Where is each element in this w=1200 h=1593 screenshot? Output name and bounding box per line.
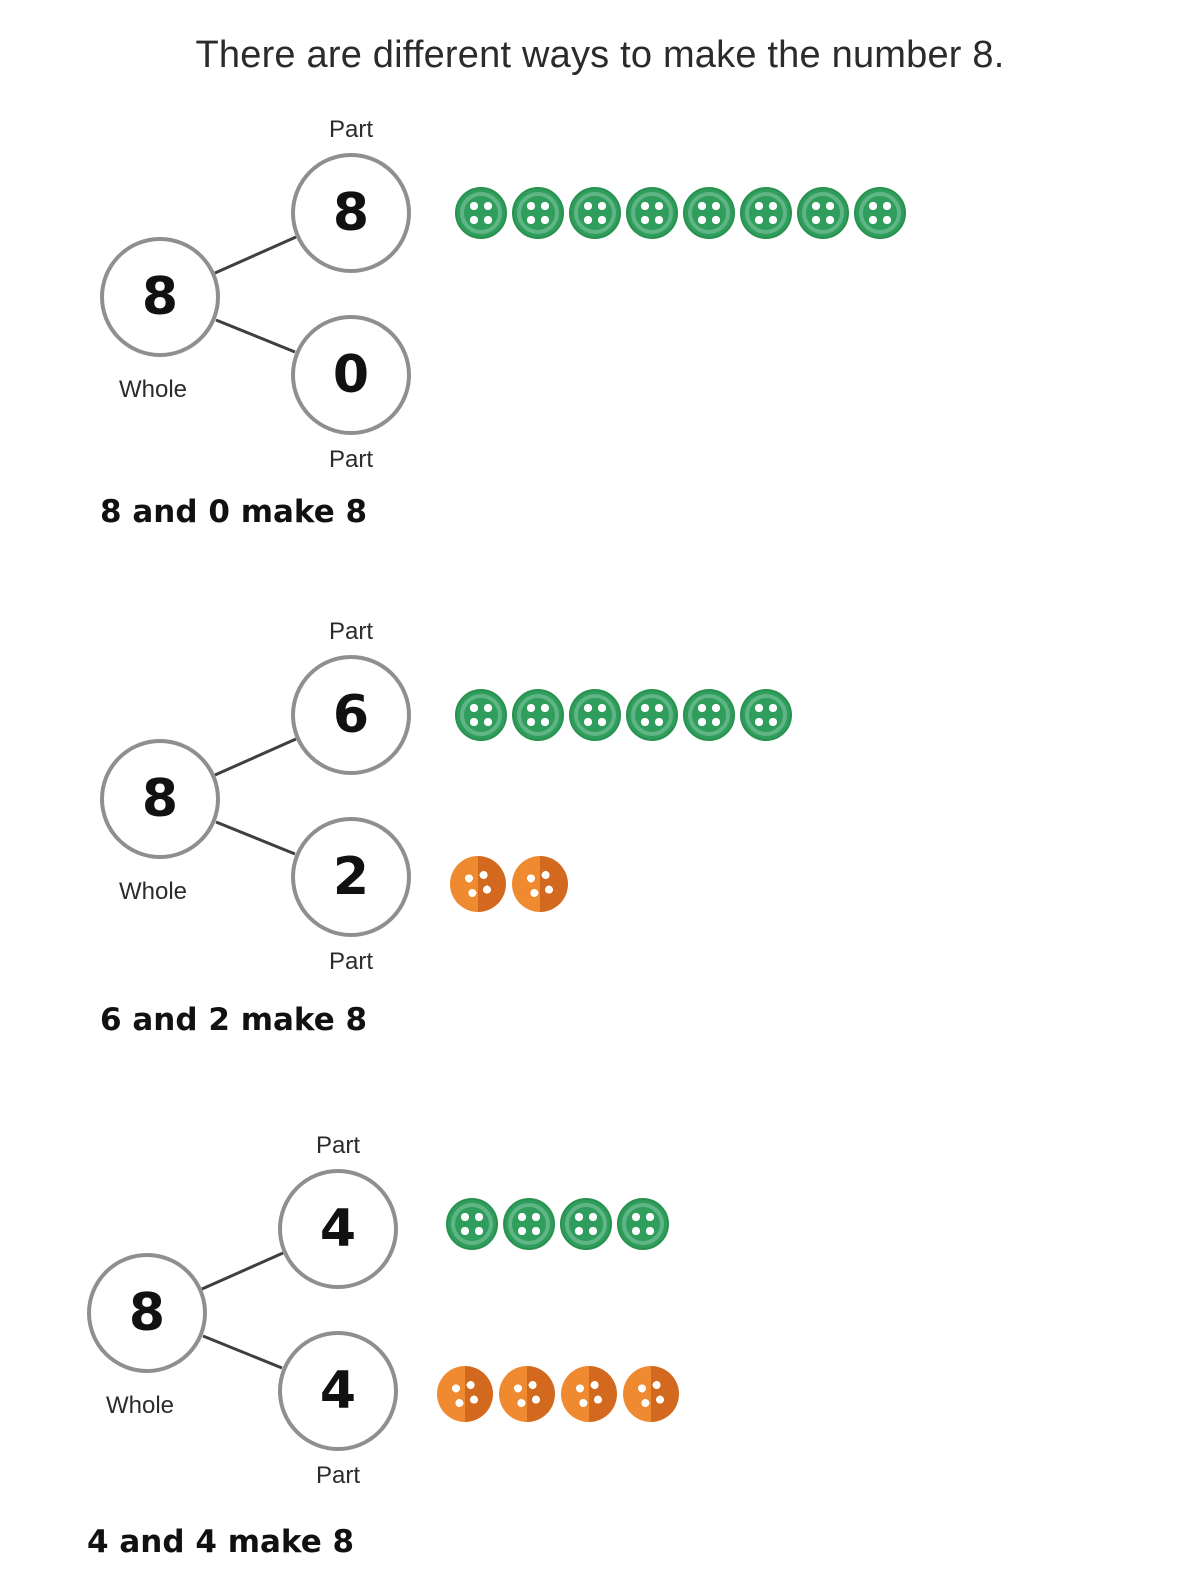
connector-lines [214, 737, 297, 856]
green-button-icon [503, 1198, 555, 1250]
part-label-bottom: Part [315, 1462, 361, 1489]
green-button-icon [512, 187, 564, 239]
whole-value: 8 [141, 769, 179, 829]
whole-circle: 8 [87, 1253, 207, 1373]
section-caption: 4 and 4 make 8 [87, 1524, 355, 1560]
green-button-icon [617, 1198, 669, 1250]
part-label-top: Part [328, 116, 374, 143]
orange-button-icon [512, 856, 568, 912]
connector-lines [214, 235, 297, 354]
part-label-bottom: Part [328, 948, 374, 975]
part-top-value: 8 [332, 183, 370, 243]
whole-value: 8 [128, 1283, 166, 1343]
part-circle-bottom: 4 [278, 1331, 398, 1451]
whole-circle: 8 [100, 237, 220, 357]
orange-buttons-row [437, 1366, 679, 1422]
part-circle-bottom: 0 [291, 315, 411, 435]
part-circle-top: 8 [291, 153, 411, 273]
green-button-icon [854, 187, 906, 239]
whole-label: Whole [118, 878, 188, 905]
part-label-bottom: Part [328, 446, 374, 473]
bond-section-8-and-0: Part 8 8 0 Whole Part 8 and 0 make 8 [0, 110, 1200, 570]
part-top-value: 4 [319, 1199, 357, 1259]
part-label-top: Part [315, 1132, 361, 1159]
part-circle-top: 6 [291, 655, 411, 775]
green-buttons-row [455, 689, 792, 741]
green-button-icon [683, 689, 735, 741]
green-button-icon [740, 187, 792, 239]
whole-value: 8 [141, 267, 179, 327]
green-button-icon [569, 689, 621, 741]
whole-label: Whole [118, 376, 188, 403]
orange-button-icon [437, 1366, 493, 1422]
orange-button-icon [561, 1366, 617, 1422]
part-label-top: Part [328, 618, 374, 645]
orange-buttons-row [450, 856, 568, 912]
green-button-icon [560, 1198, 612, 1250]
connector-lines [201, 1251, 284, 1370]
part-bottom-value: 4 [319, 1361, 357, 1421]
green-buttons-row [446, 1198, 669, 1250]
green-button-icon [455, 689, 507, 741]
part-bottom-value: 2 [332, 847, 370, 907]
bond-section-6-and-2: Part 6 8 2 Whole Part 6 and 2 make 8 [0, 612, 1200, 1072]
part-circle-top: 4 [278, 1169, 398, 1289]
page-title: There are different ways to make the num… [195, 34, 1005, 76]
green-button-icon [626, 187, 678, 239]
whole-label: Whole [105, 1392, 175, 1419]
green-button-icon [446, 1198, 498, 1250]
green-button-icon [797, 187, 849, 239]
green-buttons-row [455, 187, 906, 239]
orange-button-icon [623, 1366, 679, 1422]
section-caption: 8 and 0 make 8 [100, 494, 368, 530]
green-button-icon [740, 689, 792, 741]
green-button-icon [512, 689, 564, 741]
whole-circle: 8 [100, 739, 220, 859]
green-button-icon [683, 187, 735, 239]
part-circle-bottom: 2 [291, 817, 411, 937]
bond-section-4-and-4: Part 4 8 4 Whole Part 4 and 4 make 8 [0, 1126, 1187, 1586]
green-button-icon [626, 689, 678, 741]
section-caption: 6 and 2 make 8 [100, 1002, 368, 1038]
orange-button-icon [450, 856, 506, 912]
green-button-icon [455, 187, 507, 239]
part-bottom-value: 0 [332, 345, 370, 405]
part-top-value: 6 [332, 685, 370, 745]
orange-button-icon [499, 1366, 555, 1422]
green-button-icon [569, 187, 621, 239]
